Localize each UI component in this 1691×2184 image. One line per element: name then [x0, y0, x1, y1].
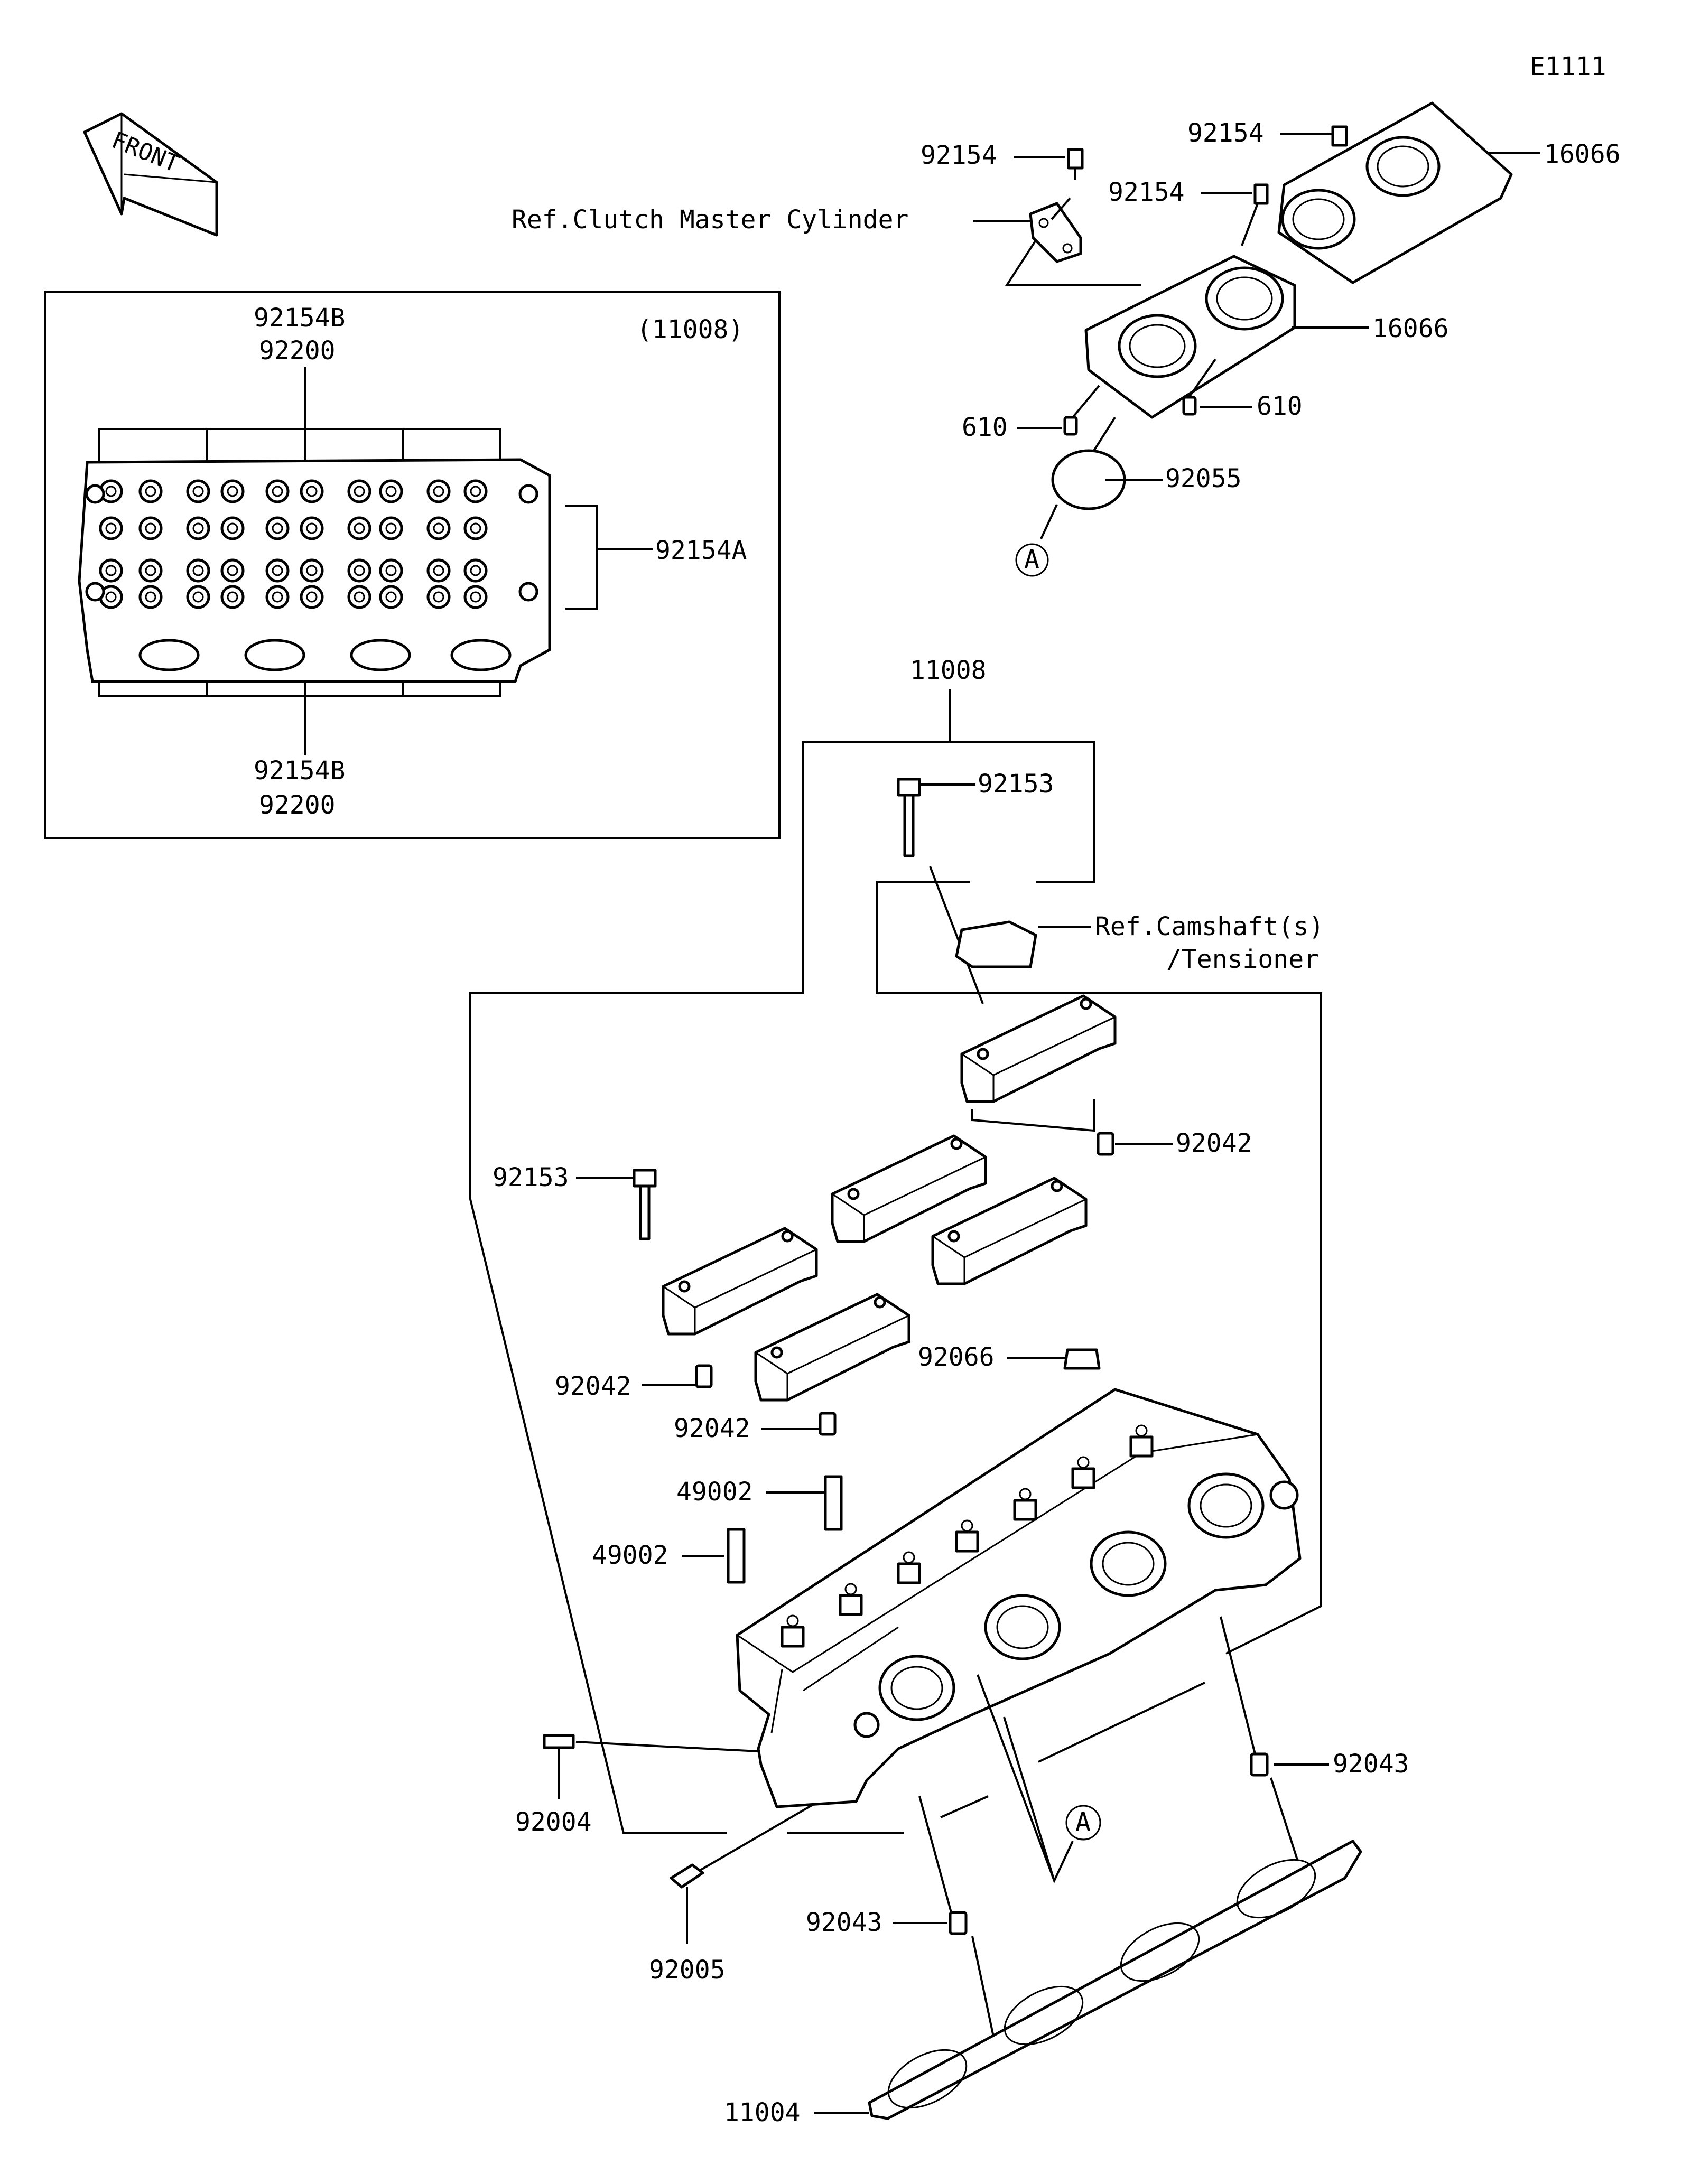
bolt-boss	[220, 558, 245, 583]
camshaft-cap	[831, 1134, 987, 1243]
bolt-boss	[300, 516, 324, 540]
bolt-boss	[186, 558, 210, 583]
inset-frame	[44, 291, 781, 839]
ref-a-main-label: A	[1075, 1807, 1091, 1837]
dowel-cap-left-label: 92042	[555, 1371, 631, 1401]
bolt-boss	[300, 558, 324, 583]
assembly-label: 11008	[910, 656, 987, 685]
ref-camshaft-line-1: Ref.Camshaft(s)	[1095, 912, 1324, 941]
bolt-boss	[300, 585, 324, 609]
bolt-boss	[99, 558, 123, 583]
inset-top-label-1: 92154B	[254, 303, 345, 333]
bolt-boss	[463, 558, 488, 583]
dowel-right-label: 610	[1257, 391, 1303, 421]
bolt-boss	[265, 479, 290, 503]
throttle-lower-label: 16066	[1372, 314, 1449, 343]
inset-right-label: 92154A	[655, 536, 747, 565]
dowel-head-bottom-label: 92043	[806, 1908, 882, 1937]
bolt-boss	[186, 479, 210, 503]
bolt-boss	[99, 516, 123, 540]
bolt-boss	[220, 516, 245, 540]
inset-bottom-label-1: 92154B	[254, 756, 345, 786]
gasket-label: 11004	[724, 2098, 801, 2127]
ref-a-circle-top	[1015, 543, 1049, 577]
bolt-boss	[347, 558, 371, 583]
bolt-boss	[220, 479, 245, 503]
throttle-body-upper	[1277, 101, 1513, 284]
bolt-top-label: 92153	[978, 769, 1054, 799]
bolt-boss	[265, 558, 290, 583]
cylinder-head-inset: (11008) 92154B 92200 92154B 92200 92154A	[44, 291, 781, 839]
ref-a-circle-main	[1065, 1805, 1101, 1841]
throttle-body-lower	[1084, 255, 1296, 419]
bolt-left-label: 92153	[493, 1163, 569, 1192]
head-gasket	[868, 1840, 1362, 2120]
bolt-boss	[138, 558, 163, 583]
camshaft-cap	[931, 1177, 1088, 1285]
bolt-boss	[347, 516, 371, 540]
bolt-boss	[186, 585, 210, 609]
cylinder-head	[736, 1388, 1302, 1808]
cylinder-head-assembly: 11008 92153 Ref.Camshaft(s) /Tensioner 9…	[469, 656, 1409, 2127]
dowel-cap-mid-label: 92042	[674, 1414, 750, 1443]
bolt-boss	[463, 585, 488, 609]
intake-assembly: Ref.Clutch Master Cylinder 92154 92154 9…	[512, 101, 1621, 577]
bolt-boss	[463, 516, 488, 540]
bolt-boss	[265, 585, 290, 609]
oring-label: 92055	[1165, 464, 1242, 493]
bolt-boss	[138, 585, 163, 609]
dowel-left-label: 610	[962, 413, 1008, 442]
ref-a-top-label: A	[1024, 545, 1039, 574]
bolt-boss	[347, 585, 371, 609]
inset-bottom-label-2: 92200	[259, 790, 336, 820]
bolt-boss	[138, 516, 163, 540]
bolt-boss	[379, 558, 403, 583]
throttle-upper-label: 16066	[1544, 139, 1621, 169]
bolt-boss	[379, 479, 403, 503]
bolt-b-label: 92154	[1187, 118, 1264, 148]
stud	[543, 1734, 575, 1749]
bolt-boss	[138, 479, 163, 503]
camshaft-cap	[662, 1227, 818, 1336]
bolt-boss	[426, 479, 451, 503]
bolt-boss	[379, 585, 403, 609]
ref-clutch-label: Ref.Clutch Master Cylinder	[512, 205, 908, 235]
fitting	[670, 1863, 704, 1889]
front-arrow-icon: FRONT	[83, 112, 218, 237]
plug-label: 92066	[918, 1342, 995, 1372]
bolt-boss	[426, 558, 451, 583]
bolt-boss	[220, 585, 245, 609]
bolt-boss	[186, 516, 210, 540]
bolt-top	[897, 778, 921, 857]
dowel-cap-right-label: 92042	[1176, 1128, 1252, 1158]
bolt-boss	[426, 516, 451, 540]
bolt-boss	[265, 516, 290, 540]
bolt-boss	[463, 479, 488, 503]
bolt-a-label: 92154	[921, 141, 997, 170]
bolt-boss	[300, 479, 324, 503]
guide-lower-label: 49002	[592, 1541, 668, 1570]
stud-label: 92004	[515, 1807, 592, 1837]
camshaft-cap	[754, 1293, 910, 1402]
dowel-head-right-label: 92043	[1333, 1749, 1409, 1779]
inset-top-label-2: 92200	[259, 336, 336, 366]
bolt-boss	[347, 479, 371, 503]
bolt-boss	[426, 585, 451, 609]
diagram-code: E1111	[1530, 52, 1606, 81]
bolt-boss	[379, 516, 403, 540]
inset-assembly-ref: (11008)	[637, 315, 744, 344]
fitting-label: 92005	[649, 1955, 726, 1985]
bolt-left	[633, 1169, 657, 1240]
guide-upper-label: 49002	[676, 1477, 753, 1507]
bolt-c-label: 92154	[1108, 178, 1185, 207]
camshaft-cap	[960, 994, 1117, 1103]
ref-camshaft-line-2: /Tensioner	[1166, 945, 1319, 974]
